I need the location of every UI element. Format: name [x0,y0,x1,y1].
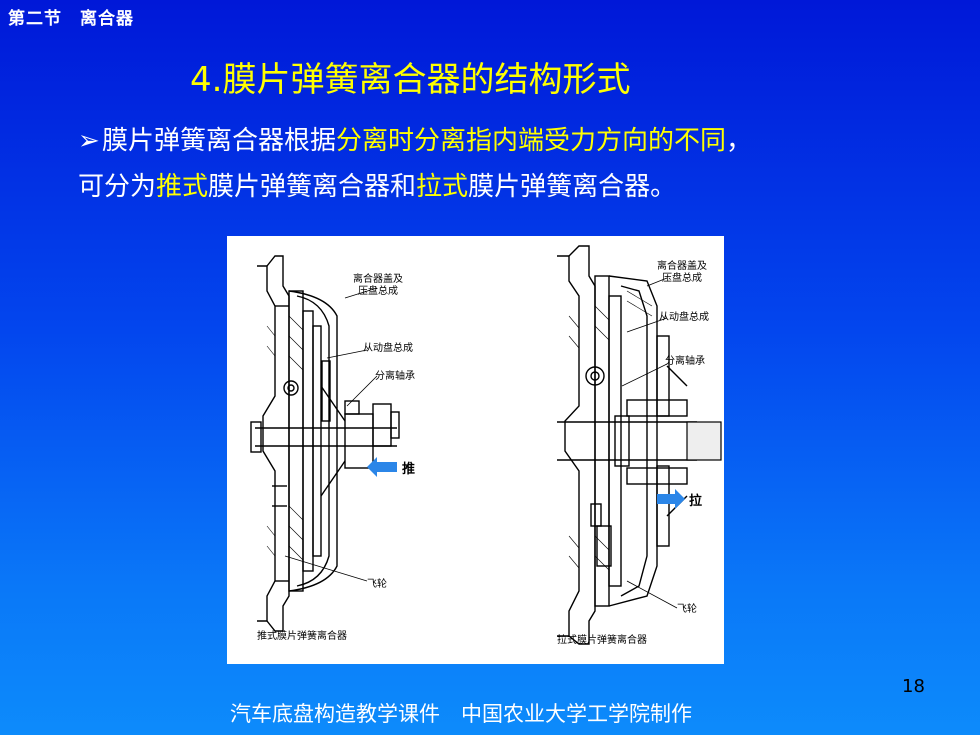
pull-label-driven: 从动盘总成 [659,310,709,323]
body-text-segment: ， [726,126,753,156]
body-text: ➢膜片弹簧离合器根据分离时分离指内端受力方向的不同， 可分为推式膜片弹簧离合器和… [78,118,958,210]
body-highlight-push: 推式 [156,172,209,202]
pull-arrow-icon [657,489,685,509]
body-line-1: ➢膜片弹簧离合器根据分离时分离指内端受力方向的不同， [78,118,958,164]
push-arrow-icon [367,457,397,477]
push-caption: 推式膜片弹簧离合器 [257,629,347,642]
pull-caption: 拉式膜片弹簧离合器 [557,633,647,646]
pull-shaft [686,421,722,461]
pull-label-flywheel: 飞轮 [677,602,697,615]
body-highlight: 分离时分离指内端受力方向的不同 [336,126,727,156]
pull-label-cover-1: 离合器盖及 [657,259,707,272]
slide-title: 4.膜片弹簧离合器的结构形式 [190,60,631,100]
clutch-diagram-svg: 离合器盖及 压盘总成 从动盘总成 分离轴承 推 飞轮 推式膜片弹簧离合器 离合器… [250,245,722,646]
pull-label: 拉 [689,493,702,509]
body-line-2: 可分为推式膜片弹簧离合器和拉式膜片弹簧离合器。 [78,164,958,210]
push-label-bearing: 分离轴承 [375,369,415,382]
body-text-segment: 膜片弹簧离合器。 [468,172,677,202]
pull-label-bearing: 分离轴承 [665,354,705,367]
body-text-segment: 膜片弹簧离合器根据 [102,126,337,156]
push-label-cover-1: 离合器盖及 [353,272,403,285]
body-text-segment: 可分为 [78,172,157,202]
clutch-diagram-figure: 离合器盖及 压盘总成 从动盘总成 分离轴承 推 飞轮 推式膜片弹簧离合器 离合器… [227,236,724,664]
page-number: 18 [902,676,925,697]
body-highlight-pull: 拉式 [416,172,469,202]
push-label-driven: 从动盘总成 [363,341,413,354]
push-label-flywheel: 飞轮 [367,577,387,590]
pull-hatching [568,290,653,571]
push-label: 推 [402,461,415,477]
push-clutch-drawing [250,255,400,632]
pull-clutch-drawing [557,245,697,645]
bullet-icon: ➢ [78,126,100,156]
body-text-segment: 膜片弹簧离合器和 [208,172,417,202]
footer-credit: 汽车底盘构造教学课件 中国农业大学工学院制作 [230,702,692,726]
push-hatching [266,315,304,561]
section-header: 第二节 离合器 [8,9,134,29]
push-label-cover-2: 压盘总成 [358,284,398,297]
pull-label-cover-2: 压盘总成 [662,271,702,284]
